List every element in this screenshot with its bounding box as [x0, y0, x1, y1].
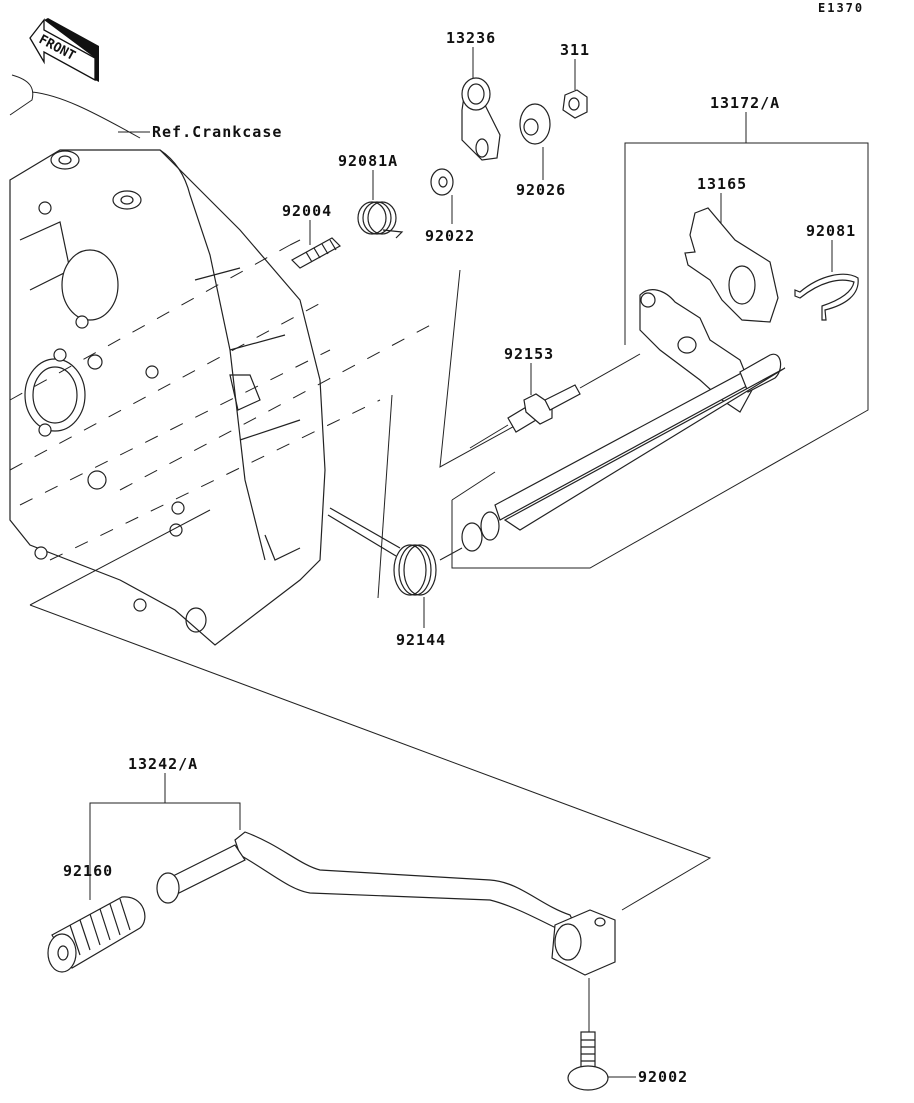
part-92153: 92153	[469, 345, 641, 449]
part-label-92004: 92004	[282, 202, 332, 220]
alignment-lines	[9, 239, 712, 911]
part-label-13236: 13236	[446, 29, 496, 47]
part-92081: 92081	[794, 222, 859, 321]
part-label-92022: 92022	[425, 227, 475, 245]
ref-crankcase-label: Ref.Crankcase	[152, 123, 282, 141]
part-label-13172A: 13172/A	[710, 94, 780, 112]
part-label-92026: 92026	[516, 181, 566, 199]
part-92081A: 92081A	[338, 152, 404, 239]
part-13165: 13165	[684, 175, 779, 323]
part-92160: 92160	[47, 862, 146, 973]
part-13236: 13236	[446, 29, 501, 161]
part-label-92160: 92160	[63, 862, 113, 880]
part-label-13242A: 13242/A	[128, 755, 198, 773]
part-label-92144: 92144	[396, 631, 446, 649]
diagram-code: E1370	[818, 1, 864, 15]
crankcase	[9, 149, 326, 646]
part-label-92002: 92002	[638, 1068, 688, 1086]
shift-pedal	[156, 831, 616, 976]
part-13242A: 13242/A	[89, 755, 241, 900]
part-92144: 92144	[327, 507, 446, 649]
front-arrow-icon: FRONT	[29, 18, 99, 82]
part-311: 311	[560, 41, 590, 119]
part-label-92153: 92153	[504, 345, 554, 363]
part-label-92081: 92081	[806, 222, 856, 240]
crankcase-top-outline	[9, 74, 141, 139]
part-92022: 92022	[425, 168, 475, 245]
part-92026: 92026	[516, 103, 566, 199]
part-label-13165: 13165	[697, 175, 747, 193]
shift-shaft	[439, 289, 786, 561]
part-13172A: 13172/A	[451, 94, 869, 569]
part-label-311: 311	[560, 41, 590, 59]
part-label-92081A: 92081A	[338, 152, 398, 170]
part-92004: 92004	[282, 202, 341, 269]
part-92002: 92002	[567, 978, 688, 1091]
